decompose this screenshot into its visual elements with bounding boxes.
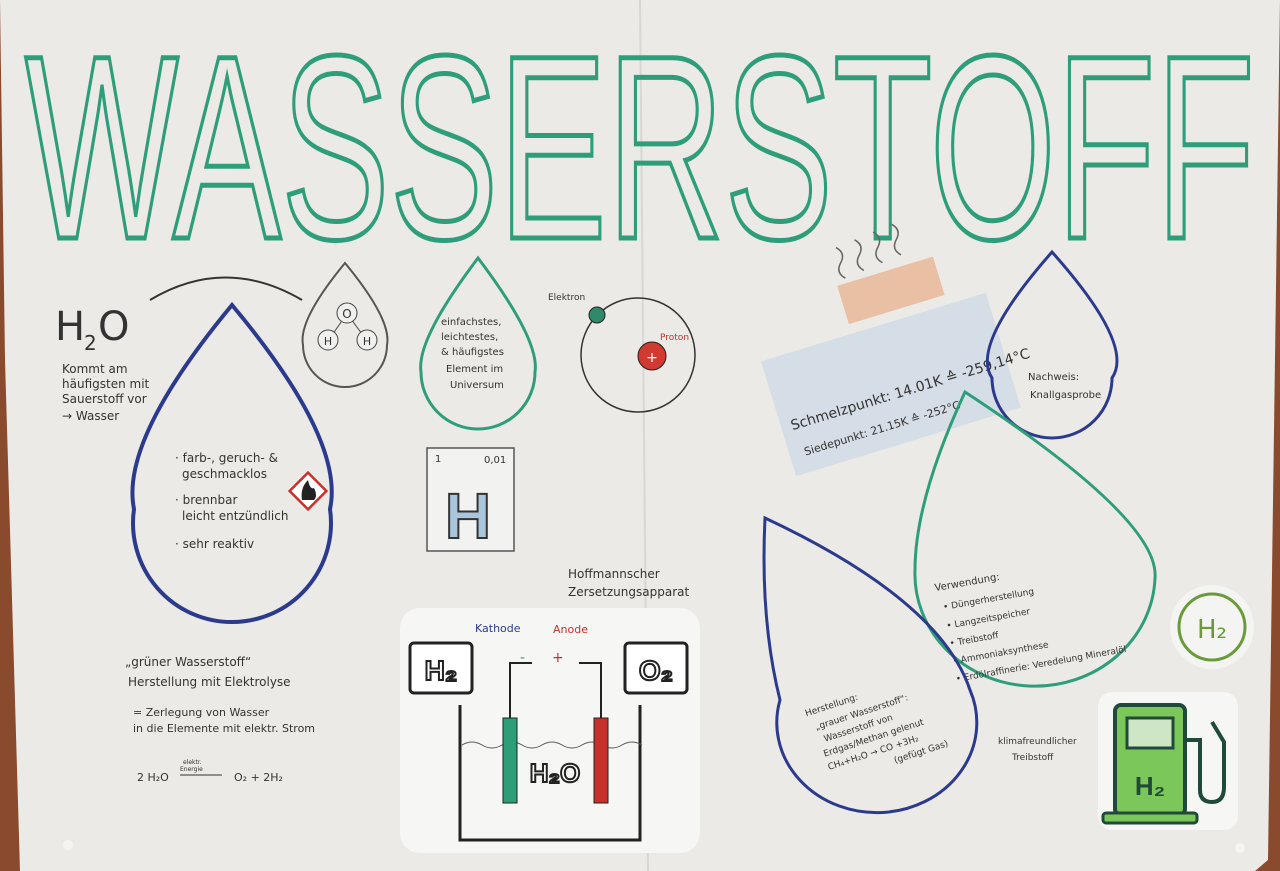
svg-text:H: H (363, 335, 371, 348)
svg-text:1: 1 (435, 454, 441, 465)
svg-text:Herstellung mit Elektrolyse: Herstellung mit Elektrolyse (128, 675, 291, 689)
svg-text:O: O (342, 307, 351, 321)
svg-text:Zersetzungsapparat: Zersetzungsapparat (568, 585, 689, 599)
properties-list: · farb-, geruch- & geschmacklos · brennb… (175, 451, 288, 551)
svg-text:Kathode: Kathode (475, 622, 521, 635)
svg-text:H₂: H₂ (1135, 771, 1165, 801)
svg-text:O₂: O₂ (639, 655, 673, 686)
svg-text:2 H₂O: 2 H₂O (137, 771, 169, 784)
nachweis-value: Knallgasprobe (1030, 390, 1101, 401)
element-card: 1 0,01 H (426, 447, 515, 553)
h2o-formula: H 2 O (55, 304, 129, 355)
svg-text:H₂: H₂ (1197, 615, 1227, 645)
svg-text:0,01: 0,01 (484, 455, 506, 466)
h2-leaf-icon: H₂ (1170, 585, 1254, 669)
flammable-hazard-icon (287, 470, 329, 512)
svg-text:= Zerlegung von Wasser: = Zerlegung von Wasser (133, 706, 270, 719)
svg-text:H: H (55, 304, 85, 350)
properties-drop (130, 301, 334, 624)
herstellung-drop (762, 515, 979, 815)
hydrogen-atom: Elektron + Proton (548, 293, 696, 413)
svg-text:+: + (552, 650, 564, 666)
svg-text:· sehr reaktiv: · sehr reaktiv (175, 537, 254, 551)
simplest-element-drop (419, 255, 537, 431)
nachweis-label: Nachweis: (1028, 372, 1079, 383)
svg-text:Hoffmannscher: Hoffmannscher (568, 567, 660, 581)
svg-text:H₂: H₂ (425, 655, 458, 686)
hoffmann-apparatus: Hoffmannscher Zersetzungsapparat Kathode… (400, 567, 700, 853)
left-note: Kommt am häufigsten mit Sauerstoff vor →… (62, 362, 150, 423)
svg-text:· brennbar: · brennbar (175, 493, 237, 507)
pin (63, 840, 73, 850)
verwendung-drop (913, 389, 1157, 688)
svg-text:geschmacklos: geschmacklos (182, 467, 267, 481)
temperature-card: Schmelzpunkt: 14.01K ≙ -259,14°C Siedepu… (761, 223, 1032, 477)
svg-text:Universum: Universum (450, 380, 504, 391)
svg-text:→ Wasser: → Wasser (62, 409, 119, 423)
svg-text:elektr.: elektr. (183, 759, 202, 766)
svg-text:einfachstes,: einfachstes, (441, 317, 501, 328)
svg-text:· farb-, geruch- &: · farb-, geruch- & (175, 451, 278, 465)
svg-text:Elektron: Elektron (548, 293, 585, 303)
molecule-drop (301, 261, 389, 388)
svg-text:„grüner Wasserstoff“: „grüner Wasserstoff“ (125, 655, 251, 669)
svg-text:2: 2 (84, 331, 97, 355)
simplest-element-text: einfachstes, leichtestes, & häufigstes E… (441, 317, 504, 391)
svg-text:H₂O: H₂O (530, 758, 581, 788)
climate-line-2: Treibstoff (1011, 753, 1054, 763)
svg-text:O₂ + 2H₂: O₂ + 2H₂ (234, 771, 283, 784)
svg-text:leichtestes,: leichtestes, (441, 332, 498, 343)
green-hydrogen-section: „grüner Wasserstoff“ Herstellung mit Ele… (125, 655, 315, 784)
svg-text:leicht entzündlich: leicht entzündlich (182, 509, 288, 523)
nachweis-drop (985, 249, 1119, 440)
svg-text:häufigsten mit: häufigsten mit (62, 377, 150, 391)
svg-text:O: O (98, 304, 129, 350)
svg-text:H: H (445, 480, 491, 552)
svg-text:+: + (646, 350, 658, 366)
svg-text:H: H (324, 335, 332, 348)
svg-text:-: - (520, 650, 525, 666)
pin (1235, 843, 1245, 853)
svg-text:in die Elemente mit elektr. St: in die Elemente mit elektr. Strom (133, 722, 315, 735)
svg-text:Sauerstoff vor: Sauerstoff vor (62, 392, 147, 406)
fuel-pump-icon: H₂ (1098, 692, 1238, 830)
svg-text:Energie: Energie (180, 766, 203, 773)
climate-line-1: klimafreundlicher (998, 737, 1077, 747)
svg-text:Anode: Anode (553, 623, 588, 636)
svg-text:& häufigstes: & häufigstes (441, 347, 504, 358)
arc (149, 276, 303, 301)
poster-title: WASSERSTOFF (25, 1, 1255, 294)
svg-text:Kommt am: Kommt am (62, 362, 128, 376)
water-molecule: O H H (317, 302, 378, 351)
svg-text:Proton: Proton (660, 333, 689, 343)
svg-text:Element im: Element im (446, 364, 503, 375)
